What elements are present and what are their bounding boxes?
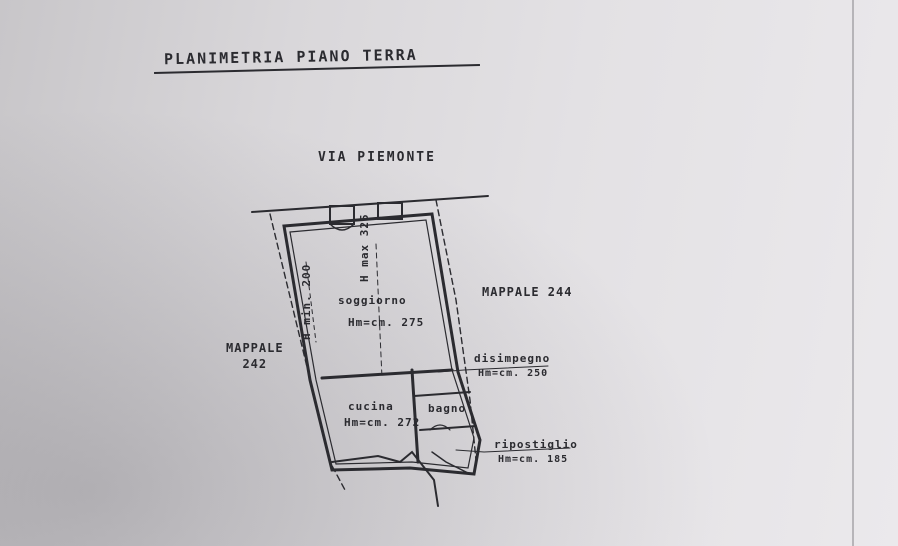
- neighbor-left-line2: 242: [242, 357, 268, 371]
- room-bagno: bagno: [428, 402, 467, 415]
- room-soggiorno: soggiorno: [338, 294, 407, 307]
- outer-walls: [282, 212, 482, 476]
- section-axis: [375, 243, 383, 379]
- paper-edge: [852, 0, 854, 546]
- room-ripostiglio-height: Hm=cm. 185: [498, 454, 569, 465]
- leader-ripostiglio: [455, 447, 571, 453]
- room-disimpegno-height: Hm=cm. 250: [478, 368, 549, 379]
- dimension-hmax: H max 325: [358, 213, 371, 282]
- door-swing: [329, 223, 355, 231]
- neighbor-left-line1: MAPPALE: [226, 341, 284, 355]
- leader-disimpegno: [437, 365, 549, 373]
- room-cucina-height: Hm=cm. 272: [344, 416, 421, 429]
- street-line: [251, 195, 489, 213]
- window-1: [329, 205, 355, 225]
- street-label: VIA PIEMONTE: [318, 150, 436, 165]
- room-disimpegno: disimpegno: [474, 352, 551, 365]
- neighbor-left: MAPPALE 242: [226, 340, 284, 372]
- rear-walls: [331, 450, 439, 507]
- partition-soggiorno: [320, 368, 454, 380]
- room-ripostiglio: ripostiglio: [494, 438, 578, 451]
- bagno-door: [429, 424, 451, 431]
- window-2: [377, 202, 403, 220]
- dimension-hmin: H min. 200: [300, 263, 313, 340]
- inner-walls: [289, 219, 475, 469]
- partition-bagno: [413, 391, 471, 397]
- rear-detail: [431, 451, 471, 475]
- dimension-axis: [305, 261, 317, 343]
- boundary-right: [435, 199, 477, 461]
- room-cucina: cucina: [348, 400, 394, 413]
- partition-cucina: [410, 368, 420, 464]
- room-soggiorno-height: Hm=cm. 275: [348, 316, 425, 329]
- neighbor-right: MAPPALE 244: [482, 285, 573, 299]
